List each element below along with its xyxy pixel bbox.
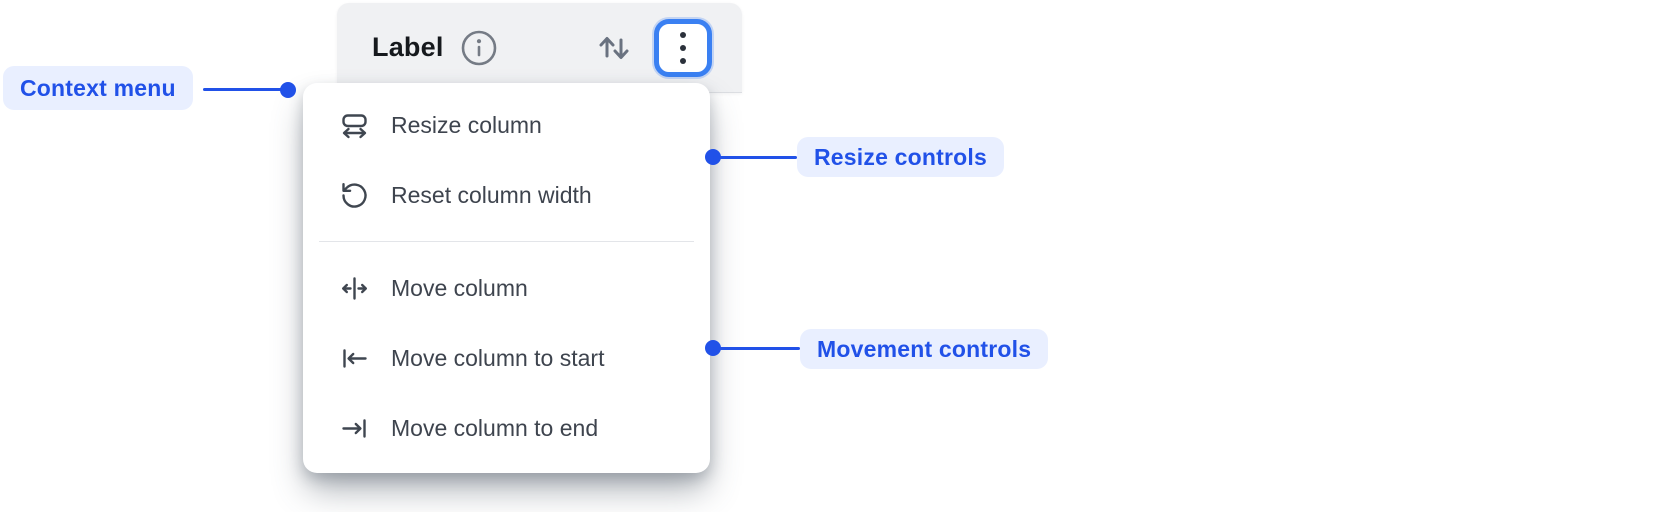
- column-header: Label: [337, 3, 742, 93]
- annotation-label: Resize controls: [814, 143, 987, 170]
- column-context-menu: Resize column Reset column width: [303, 83, 710, 473]
- annotation-context-menu-line: [203, 88, 283, 91]
- annotation-context-menu-dot: [280, 82, 296, 98]
- annotation-context-menu: Context menu: [3, 66, 193, 110]
- annotation-label: Context menu: [20, 74, 176, 101]
- move-column-to-start-icon: [339, 343, 370, 374]
- info-icon[interactable]: [460, 29, 498, 67]
- menu-item-label: Move column: [391, 274, 528, 301]
- menu-divider: [319, 241, 694, 242]
- menu-item-label: Move column to start: [391, 344, 605, 371]
- annotation-movement-controls-line: [713, 347, 800, 350]
- reset-column-width-icon: [339, 180, 370, 211]
- menu-item-label: Resize column: [391, 111, 542, 138]
- menu-item-resize-column[interactable]: Resize column: [303, 90, 710, 160]
- move-column-to-end-icon: [339, 413, 370, 444]
- resize-column-icon: [339, 110, 370, 141]
- menu-item-label: Reset column width: [391, 181, 592, 208]
- annotation-resize-controls-line: [713, 156, 797, 159]
- annotation-resize-controls: Resize controls: [797, 137, 1004, 177]
- annotation-movement-controls: Movement controls: [800, 329, 1049, 369]
- column-menu-button[interactable]: [654, 18, 712, 77]
- menu-item-move-column-to-end[interactable]: Move column to end: [303, 393, 710, 463]
- menu-item-reset-column-width[interactable]: Reset column width: [303, 160, 710, 230]
- menu-item-move-column-to-start[interactable]: Move column to start: [303, 323, 710, 393]
- column-title: Label: [372, 32, 444, 62]
- menu-item-move-column[interactable]: Move column: [303, 253, 710, 323]
- kebab-menu-icon: [680, 31, 686, 64]
- move-column-icon: [339, 273, 370, 304]
- annotation-label: Movement controls: [817, 335, 1032, 362]
- menu-item-label: Move column to end: [391, 414, 599, 441]
- sort-arrows-icon[interactable]: [596, 30, 632, 66]
